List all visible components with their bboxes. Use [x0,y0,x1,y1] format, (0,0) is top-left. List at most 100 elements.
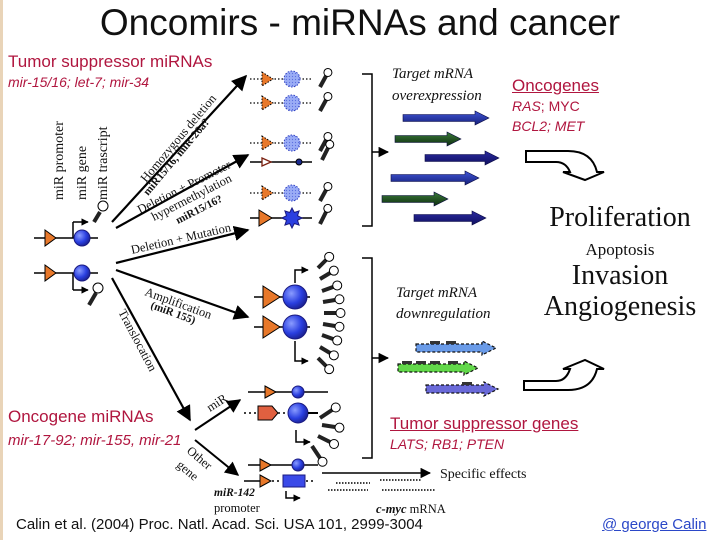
hairpin-stem [310,444,322,460]
mirna-hairpin-icon [320,139,335,161]
arrow-deletion-mutation [115,225,250,265]
mir-gene-icon [291,458,305,472]
mutated-mir-gene-icon [280,206,304,230]
hairpin-loop [323,67,333,77]
promoter-icon [259,458,273,472]
mirna-hairpin-icon [318,181,333,202]
mirna-binding-mark [462,382,472,385]
oncogene-ras: RAS [512,98,541,114]
hairpin-stem [322,322,336,328]
hairpin-stem [317,434,331,444]
bracket-downregulation [362,257,373,459]
hairpin-loop [328,265,339,276]
methylated-promoter-icon [261,156,273,168]
gene-row-deleted [250,181,333,202]
promoter-icon [261,71,274,87]
hairpin-loop [324,364,335,375]
arrow-other-gene [194,439,240,476]
oncogenes-heading: Oncogenes [512,76,599,95]
hairpin-loop [334,422,345,433]
overexpressed-mrna-arrows [381,110,500,226]
outcome-angiogenesis: Angiogenesis [543,291,697,322]
hairpin-stem [318,345,332,355]
mir-gene-icon [283,134,301,152]
gene-row-deleted [250,91,333,112]
oncogene-myc: ; MYC [540,98,580,114]
arrow-translocation [111,277,191,422]
tumor-suppressor-mirnas-heading: Tumor suppressor miRNAs [8,52,213,71]
label-cmyc-mrna: c-myc mRNA [376,502,446,516]
hairpin-stem [321,285,334,293]
promoter-icon [262,315,281,339]
hairpin-stem [318,189,328,202]
promoter-icon [259,474,273,488]
mir-gene-icon [287,402,309,424]
mir-gene-icon [282,314,308,340]
slide-title: Oncomirs - miRNAs and cancer [99,2,621,43]
label-mrna: mRNA [407,502,446,516]
author-credit-link[interactable]: @ george Calin [602,516,707,533]
hairpin-stem [316,258,328,270]
gene-row-deleted [250,67,333,88]
promoter-icon [262,285,281,309]
mir-gene-icon [283,94,301,112]
promoter-icon [44,264,57,282]
promoter-icon [261,95,274,111]
promoter-icon [44,229,57,247]
mir-gene-icon [282,284,308,310]
mirna-binding-mark [430,361,440,364]
mirna-hairpin-icon [321,280,343,293]
mirna-hairpin-icon [318,265,339,281]
legend-mir-gene: miR gene [75,146,90,200]
downregulation-label-2: downregulation [396,306,490,322]
mirna-hairpin-icon [310,444,328,467]
promoter-icon [258,209,273,227]
mir-gene-icon [73,229,91,247]
oncogenes-line1: RAS; MYC [512,98,580,114]
mirna-hairpin-icon [324,308,346,318]
mir-gene-icon [73,264,91,282]
promoter-icon [264,385,278,399]
hairpin-loop [325,139,335,149]
hairpin-loop [334,321,345,332]
hairpin-loop [323,203,333,213]
mirna-binding-mark [446,341,456,344]
arrow-amplification [115,268,250,320]
downregulated-mrna-arrow [425,381,500,397]
promoter-icon [261,185,274,201]
hairpin-stem [322,298,336,304]
mirna-hairpin-icon [322,321,345,332]
downregulated-mrna-arrows [397,340,500,397]
label-mir-branch: miR [204,391,230,415]
label-specific-effects: Specific effects [440,467,526,482]
mirna-binding-mark [430,341,440,344]
hairpin-loop [328,350,339,361]
mirna-binding-mark [402,361,412,364]
arrow-mir-branch [194,399,242,431]
downregulated-mrna-arrow [397,360,480,376]
overexpression-label-1: Target mRNA [392,66,474,82]
mirna-hairpin-icon [318,345,339,361]
hollow-arrow-up-icon [523,358,605,391]
mir-gene-icon [291,385,305,399]
mirna-hairpin-icon [318,91,333,112]
hairpin-stem [318,408,334,420]
mir-gene-icon [283,70,301,88]
mirna-binding-mark [416,361,426,364]
citation: Calin et al. (2004) Proc. Natl. Acad. Sc… [16,516,423,533]
mir-gene-icon [283,184,301,202]
hairpin-loop [332,335,343,346]
mirna-hairpin-icon [322,294,345,305]
arrow-homozygous-deletion [111,74,248,223]
gene-row-mutated [250,203,333,230]
label-translocation: Translocation [115,307,160,375]
hairpin-stem [318,99,328,112]
mirna-hairpin-icon [321,422,345,433]
hairpin-loop [323,91,333,101]
translocation-mir-branch [244,385,328,446]
hairpin-loop [323,131,333,141]
label-cmyc: c-myc [376,502,407,516]
mirna-hairpin-icon [317,434,340,450]
mirna-hairpin-icon [318,402,341,420]
overexpressed-mrna-arrow [390,170,480,186]
